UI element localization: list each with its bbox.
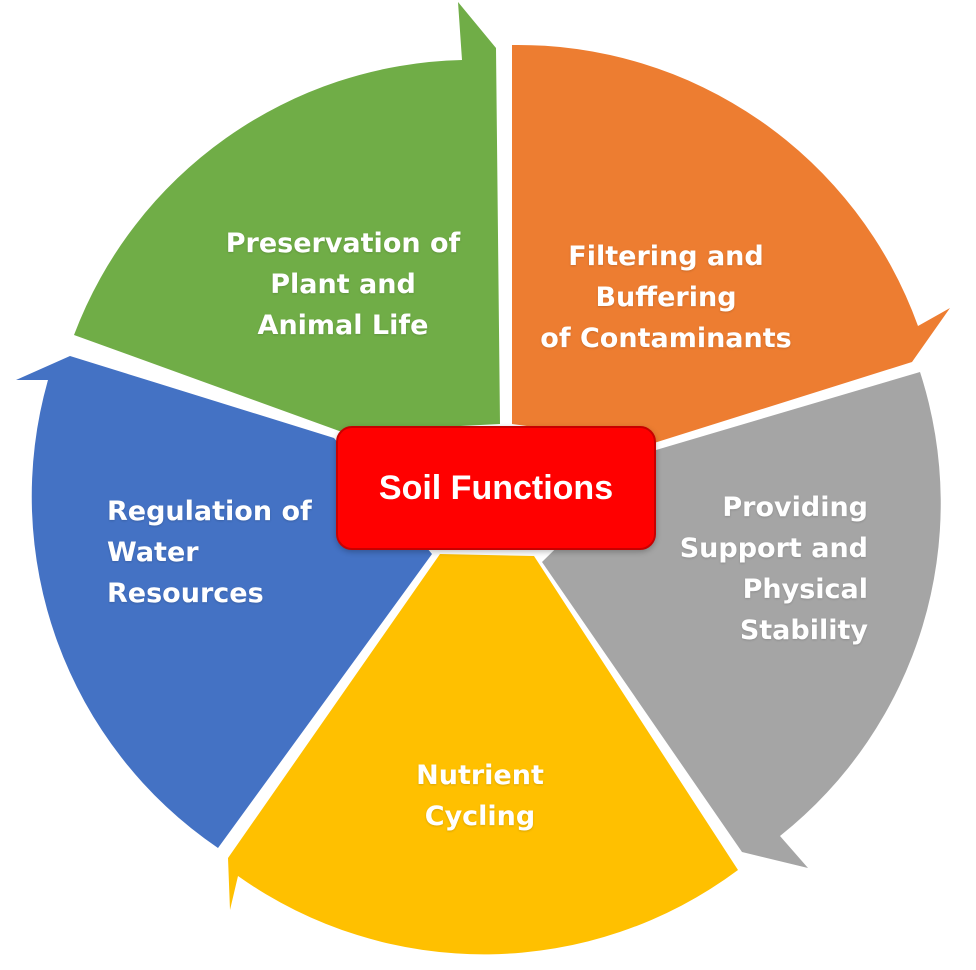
segment-label-nutrient-cycling: Nutrient Cycling [392, 755, 568, 837]
segment-label-regulation-of-water-resources: Regulation of Water Resources [107, 491, 337, 614]
segment-blue-arrow [16, 356, 432, 848]
segment-label-providing-support-and-physical-stability: Providing Support and Physical Stability [660, 487, 868, 651]
label-line: Stability [739, 615, 868, 646]
segment-label-preservation-of-plant-and-animal-life: Preservation of Plant and Animal Life [220, 223, 466, 346]
label-line: Water [107, 537, 199, 568]
label-line: Physical [742, 574, 868, 605]
label-line: Plant and [270, 269, 416, 300]
label-line: Filtering and [568, 241, 764, 272]
label-line: Resources [107, 578, 264, 609]
label-line: Buffering [595, 282, 737, 313]
center-soil-functions-box: Soil Functions [336, 426, 656, 550]
label-line: Nutrient [416, 760, 544, 791]
label-line: Support and [679, 533, 868, 564]
segment-orange-arrow [512, 44, 950, 443]
label-line: Providing [722, 492, 868, 523]
label-line: of Contaminants [540, 323, 792, 354]
label-line: Regulation of [107, 496, 312, 527]
segment-yellow-arrow [228, 554, 738, 955]
segment-label-filtering-and-buffering: Filtering and Buffering of Contaminants [532, 236, 800, 359]
label-line: Cycling [424, 801, 536, 832]
label-line: Animal Life [257, 310, 429, 341]
segment-green-arrow [74, 2, 500, 432]
center-title: Soil Functions [378, 468, 614, 507]
label-line: Preservation of [225, 228, 461, 259]
